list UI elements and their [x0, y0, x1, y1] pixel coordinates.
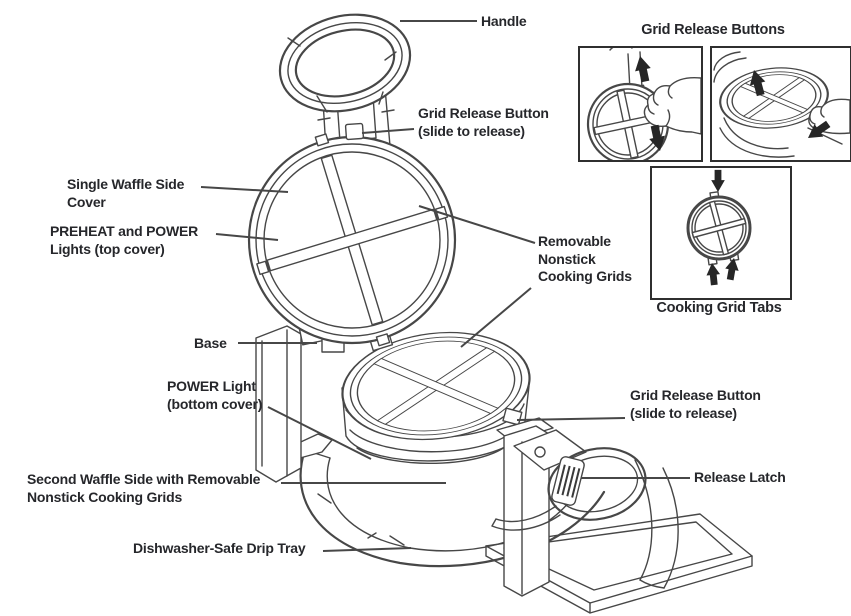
- label-grid-release-button-top: Grid Release Button (slide to release): [418, 105, 549, 139]
- label-power-light-bottom: POWER Light (bottom cover): [167, 378, 263, 412]
- release-latch-drawing: [491, 417, 647, 597]
- label-second-waffle-side: Second Waffle Side with Removable Nonsti…: [27, 471, 261, 505]
- bottom-unit-drawing: [341, 331, 531, 465]
- inset-grid-release-left: [578, 46, 703, 162]
- inset-cooking-grid-tabs: [650, 166, 792, 300]
- label-grid-release-button-right: Grid Release Button (slide to release): [630, 387, 761, 421]
- inset-grid-release-right: [710, 46, 851, 162]
- inset-caption-cooking-grid-tabs: Cooking Grid Tabs: [656, 300, 782, 316]
- label-single-waffle-side-cover: Single Waffle Side Cover: [67, 176, 185, 210]
- rear-frame-drawing: [634, 459, 679, 589]
- label-handle: Handle: [481, 13, 527, 29]
- grid-release-button-top-drawing: [344, 122, 365, 141]
- inset-right-drawing: [713, 51, 850, 158]
- cooking-grid-tabs-drawing: [686, 169, 752, 286]
- top-waffle-plate-drawing: [247, 122, 457, 347]
- label-base: Base: [194, 335, 227, 351]
- inset-left-drawing: [586, 48, 701, 160]
- base-foot-drawing: [485, 513, 753, 614]
- leader-lines: [200, 20, 690, 552]
- inset-title-grid-release-buttons: Grid Release Buttons: [641, 22, 785, 38]
- handle-drawing: [278, 13, 412, 113]
- label-drip-tray: Dishwasher-Safe Drip Tray: [133, 540, 306, 556]
- label-removable-nonstick-grids: Removable Nonstick Cooking Grids: [538, 233, 632, 284]
- bottom-waffle-plate-drawing: [341, 331, 531, 441]
- label-preheat-power-lights: PREHEAT and POWER Lights (top cover): [50, 223, 199, 257]
- label-release-latch: Release Latch: [694, 469, 786, 485]
